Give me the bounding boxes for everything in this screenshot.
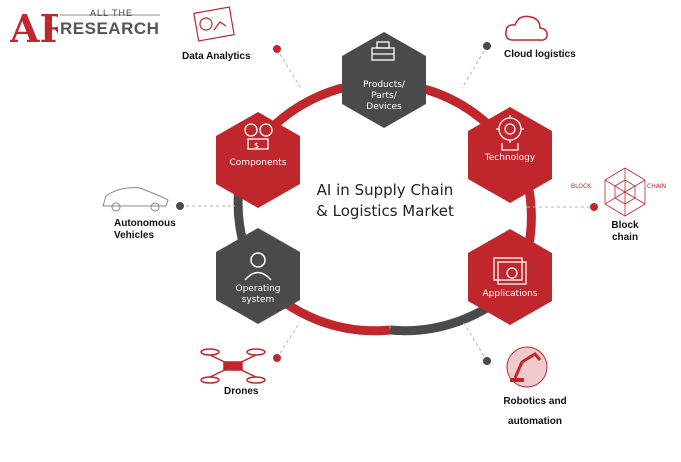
hex-technology [468,107,552,203]
gear-brain-icon [496,115,524,151]
hex-components-label: Components [229,158,287,168]
analytics-icon [193,6,235,42]
connector-drones [276,321,301,359]
blockchain-icon-text-right: CHAIN [647,183,666,190]
hexagons [216,32,552,325]
connector-dots [176,42,598,365]
blockchain-icon-text-left: BLOCK [571,183,592,190]
label-robotics: Robotics and automation [503,396,567,427]
label-block-chain: Block chain [611,220,639,243]
diagram-title: AI in Supply Chain & Logistics Market [290,180,480,222]
hex-products-label: Products/ Parts/ Devices [363,80,405,112]
logo-mark-icon: AR [10,6,58,48]
user-icon [244,252,272,281]
hex-applications-label: Applications [482,289,538,299]
dot-drones [273,354,281,362]
svg-text:$: $ [254,141,259,150]
title-line1: AI in Supply Chain [316,181,454,199]
dot-cloud-logistics [483,42,491,50]
dot-robotics [483,357,491,365]
label-cloud-logistics: Cloud logistics [504,49,576,60]
cloud-icon [505,15,548,41]
label-drones: Drones [224,386,259,397]
hex-technology-label: Technology [484,153,536,163]
title-line2: & Logistics Market [316,202,454,220]
logo-line1: ALL THE [90,8,134,18]
dot-data-analytics [273,45,281,53]
components-icon: $ [244,123,273,150]
dot-block-chain [590,203,598,211]
apps-window-icon [493,257,527,285]
connector-data-analytics [276,48,303,91]
dot-autonomous [176,202,184,210]
robot-arm-icon [506,346,548,388]
logo-line2: RESEARCH [60,19,160,38]
hex-operating [216,228,300,324]
hex-components [216,112,300,208]
svg-text:AR: AR [10,6,58,48]
connectors [180,45,594,362]
connector-cloud-logistics [461,45,488,89]
hex-operating-label: Operating system [235,284,281,305]
logo-rule [60,14,160,16]
drone-icon [200,348,266,384]
label-data-analytics: Data Analytics [182,51,251,62]
label-autonomous-vehicles: Autonomous Vehicles [114,218,176,241]
blockchain-icon: BLOCK CHAIN [571,167,666,217]
box-icon [371,41,395,61]
car-icon [102,187,169,212]
hex-products [342,32,426,128]
connector-robotics [461,319,488,362]
